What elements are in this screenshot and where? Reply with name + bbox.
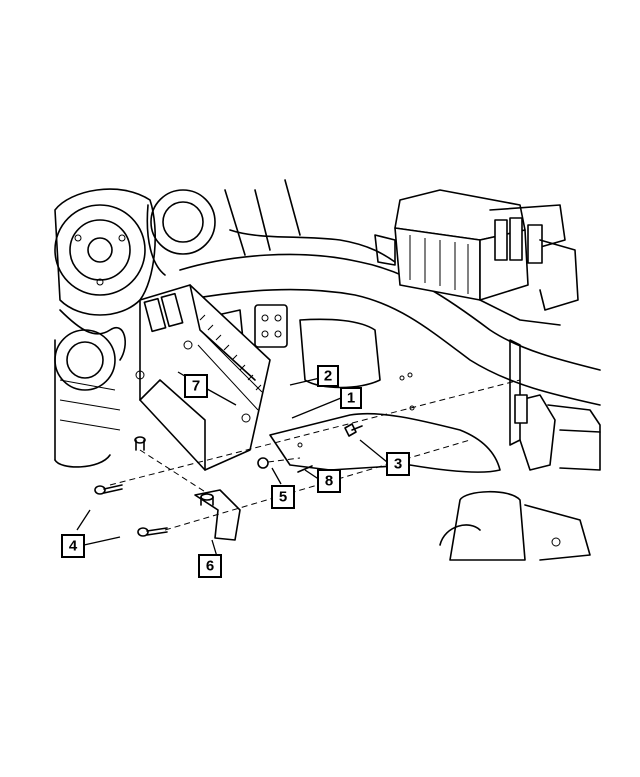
callout-4-label: 4 <box>69 538 78 555</box>
assembly-lines <box>109 379 521 531</box>
right-bracket <box>439 339 601 561</box>
mounting-plate-3 <box>269 412 501 473</box>
callout-2: 2 <box>317 365 339 387</box>
callout-7: 7 <box>184 374 208 398</box>
callout-1-label: 1 <box>347 390 355 407</box>
callout-5-label: 5 <box>279 489 287 506</box>
callout-3: 3 <box>386 452 410 476</box>
callout-1: 1 <box>340 387 362 409</box>
callout-6: 6 <box>198 554 222 578</box>
callout-5: 5 <box>271 485 295 509</box>
callout-2-label: 2 <box>324 368 332 385</box>
fuse-box <box>374 189 579 326</box>
callout-8-label: 8 <box>325 473 333 490</box>
callout-8: 8 <box>317 469 341 493</box>
hardware <box>94 423 363 537</box>
callout-6-label: 6 <box>206 558 214 575</box>
callout-7-label: 7 <box>192 378 200 395</box>
engine-pulleys <box>54 188 216 468</box>
callout-3-label: 3 <box>394 456 402 473</box>
callout-4: 4 <box>61 534 85 558</box>
